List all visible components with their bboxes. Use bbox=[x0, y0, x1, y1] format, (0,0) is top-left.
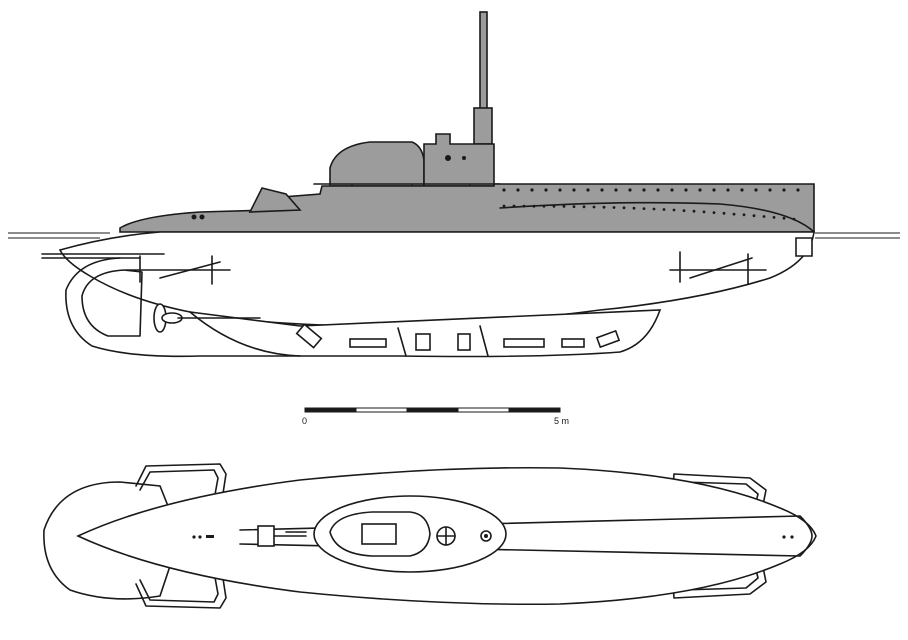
rivet bbox=[632, 206, 636, 210]
scale-segment bbox=[355, 407, 408, 413]
rivet bbox=[682, 209, 686, 213]
rivet bbox=[592, 205, 596, 209]
side-elevation bbox=[8, 11, 900, 358]
vent-icon bbox=[198, 535, 202, 539]
rivet bbox=[582, 205, 586, 209]
rivet bbox=[740, 188, 744, 192]
deck-superstructure bbox=[119, 183, 815, 233]
rivet bbox=[562, 205, 566, 208]
rivet bbox=[782, 216, 786, 220]
scale-segment bbox=[406, 407, 459, 413]
rivet bbox=[762, 215, 766, 218]
rivet bbox=[586, 188, 590, 192]
scale-segment bbox=[304, 407, 357, 413]
bow-hydroplane bbox=[669, 251, 767, 285]
deck-sheer-line bbox=[499, 201, 815, 233]
propeller-icon bbox=[153, 303, 261, 333]
rivet bbox=[656, 188, 660, 192]
scale-bar: 0 5 m bbox=[302, 407, 569, 426]
stern-rudder-frame bbox=[65, 257, 301, 358]
rivet bbox=[572, 188, 576, 192]
scale-segment bbox=[508, 407, 561, 413]
rivet bbox=[544, 188, 548, 192]
deck-fitting bbox=[191, 214, 197, 220]
plan-view bbox=[43, 463, 817, 609]
rivet bbox=[684, 188, 688, 192]
rivet bbox=[796, 188, 800, 192]
porthole-icon bbox=[462, 156, 466, 160]
rivet bbox=[712, 188, 716, 192]
rivet bbox=[642, 188, 646, 192]
rivet bbox=[530, 188, 534, 192]
vent-icon bbox=[192, 535, 196, 539]
scale-end-label: 5 m bbox=[554, 416, 569, 426]
rivet bbox=[698, 188, 702, 192]
vent-icon bbox=[206, 535, 214, 538]
rivet bbox=[732, 212, 736, 216]
rivet bbox=[622, 206, 626, 210]
rivet bbox=[572, 205, 576, 209]
rivet bbox=[768, 188, 772, 192]
deck-fitting bbox=[199, 214, 205, 220]
rivet bbox=[558, 188, 562, 192]
porthole-icon bbox=[445, 155, 451, 161]
rivet bbox=[752, 214, 756, 218]
rivet bbox=[652, 207, 656, 211]
lower-hull bbox=[58, 231, 815, 327]
scale-segment bbox=[457, 407, 510, 413]
rivet bbox=[712, 211, 716, 215]
plan-periscope-icon bbox=[436, 526, 492, 546]
rivet bbox=[672, 208, 676, 212]
rivet bbox=[600, 188, 604, 192]
rivet bbox=[642, 207, 646, 211]
plan-cockpit bbox=[257, 525, 307, 547]
waterline bbox=[8, 232, 900, 239]
rivet bbox=[628, 188, 632, 192]
rivet bbox=[662, 208, 666, 211]
rivet bbox=[502, 188, 506, 192]
plan-deck-strip bbox=[239, 515, 813, 557]
rivet bbox=[726, 188, 730, 192]
rivet bbox=[614, 188, 618, 192]
bow-cockpit bbox=[248, 187, 302, 213]
vent-icon bbox=[782, 535, 786, 539]
stern-hydroplane bbox=[125, 255, 231, 285]
rivet bbox=[742, 213, 746, 217]
rivet bbox=[692, 209, 696, 213]
bow-cap bbox=[795, 237, 813, 257]
plan-conning-tower bbox=[313, 495, 507, 573]
rivet bbox=[612, 206, 616, 209]
stern-plane-frame-bottom bbox=[135, 571, 227, 609]
scale-start-label: 0 bbox=[302, 416, 307, 426]
vent-icon bbox=[790, 535, 794, 539]
rivet bbox=[782, 188, 786, 192]
stern-rudder-inner bbox=[81, 269, 143, 337]
rivet bbox=[602, 205, 606, 209]
rivet bbox=[670, 188, 674, 192]
rivet-row bbox=[502, 188, 800, 221]
rivet bbox=[502, 204, 506, 208]
stern-plane-frame-top bbox=[135, 463, 227, 501]
rivet bbox=[754, 188, 758, 192]
rivet bbox=[516, 188, 520, 192]
rivet bbox=[722, 211, 726, 215]
keel-details bbox=[295, 323, 621, 357]
conning-tower bbox=[329, 141, 425, 187]
periscope-housing bbox=[423, 133, 495, 187]
periscope-mast bbox=[473, 11, 493, 145]
rivet bbox=[772, 216, 776, 219]
plan-tower-inner bbox=[329, 511, 431, 557]
rivet bbox=[702, 210, 706, 214]
